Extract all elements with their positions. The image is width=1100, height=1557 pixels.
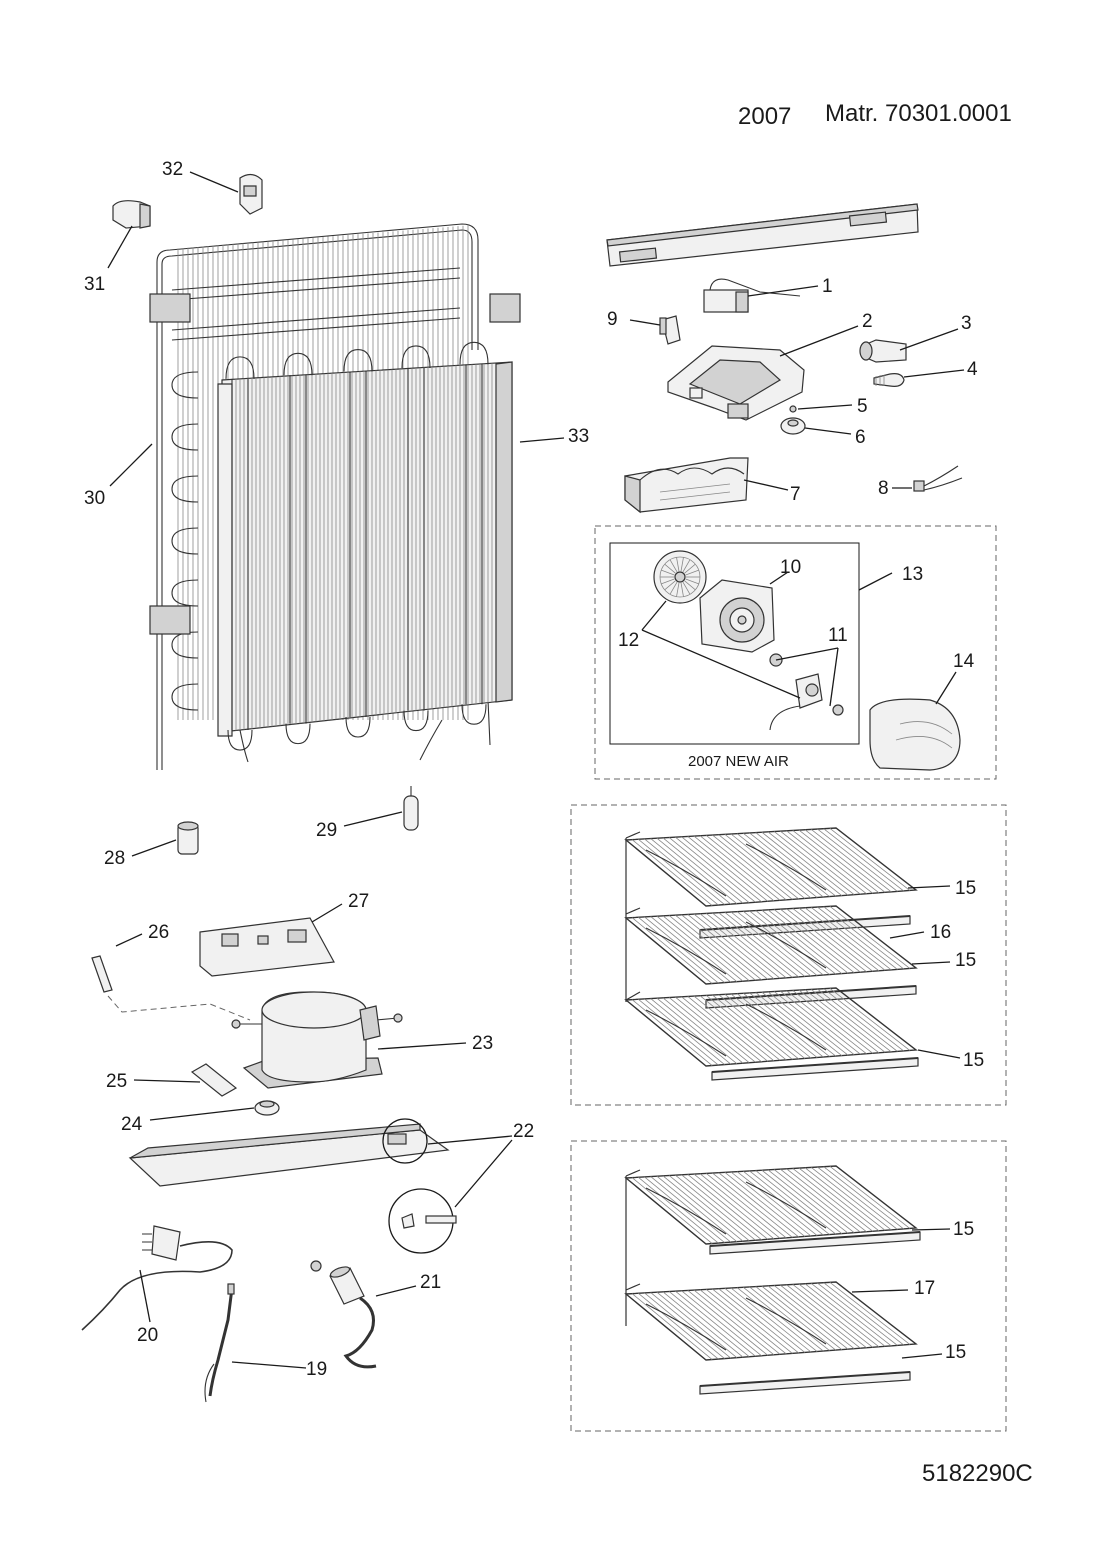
part-11-fan-mount [769, 653, 844, 731]
callout-11: 11 [828, 625, 848, 646]
part-23-compressor [231, 991, 403, 1089]
callout-20: 20 [137, 1325, 158, 1346]
top-trim-bar [606, 203, 919, 267]
callout-23: 23 [472, 1033, 493, 1054]
part-3-lamp-socket [859, 339, 907, 363]
callout-27: 27 [348, 891, 369, 912]
evaporator-panel [217, 341, 513, 751]
condenser-bracket [149, 605, 191, 635]
callout-33: 33 [568, 426, 589, 447]
part-28-sleeve [177, 821, 199, 855]
callout-15: 15 [955, 950, 976, 971]
callout-13: 13 [902, 564, 923, 585]
callout-8: 8 [878, 478, 889, 499]
callout-9: 9 [607, 309, 618, 330]
part-20-power-cord [81, 1225, 233, 1331]
callout-3: 3 [961, 313, 972, 334]
callout-22: 22 [513, 1121, 534, 1142]
shelves-box-lower [570, 1140, 1007, 1432]
part-12-fan-wheel [653, 550, 707, 604]
footer-drawing-code: 5182290C [922, 1460, 1033, 1487]
callout-28: 28 [104, 848, 125, 869]
callout-14: 14 [953, 651, 975, 672]
header-material-number: Matr. 70301.0001 [825, 100, 1012, 127]
callout-10: 10 [780, 557, 801, 578]
part-21-capacitor [310, 1260, 377, 1369]
part-8-connector [913, 465, 963, 492]
callout-6: 6 [855, 427, 866, 448]
part-9-clip [659, 315, 681, 345]
callout-30: 30 [84, 488, 105, 509]
fan-assembly-inner-box [609, 542, 860, 745]
callout-7: 7 [790, 484, 801, 505]
part-26-tube [91, 955, 113, 993]
callout-29: 29 [316, 820, 337, 841]
part-2-light-housing [667, 345, 805, 421]
condenser-bracket [489, 293, 521, 323]
part-15-shelf-rail [711, 1057, 919, 1081]
callout-2: 2 [862, 311, 873, 332]
callout-labels: 1 2 3 4 5 6 7 8 9 10 11 12 13 14 15 16 1… [84, 159, 984, 1380]
part-29-filter-drier [403, 786, 419, 831]
callout-15: 15 [945, 1342, 966, 1363]
part-25-bracket [190, 1063, 238, 1097]
part-5-screw [789, 405, 797, 413]
callout-15: 15 [963, 1050, 984, 1071]
part-15-shelf-rail [709, 1231, 921, 1255]
part-10-fan-motor [699, 579, 775, 653]
callout-12: 12 [618, 630, 639, 651]
callout-32: 32 [162, 159, 183, 180]
callout-31: 31 [84, 274, 105, 295]
callout-15: 15 [953, 1219, 974, 1240]
part-15-shelf-rail [699, 915, 911, 939]
part-4-bulb [873, 373, 905, 387]
shelves-box-upper [570, 804, 1007, 1106]
part-15-shelf-rail [705, 985, 917, 1009]
part-17-shelf-upper [624, 1165, 918, 1245]
callout-26: 26 [148, 922, 169, 943]
part-7-tray [624, 457, 749, 514]
part-24-grommet [254, 1100, 280, 1116]
part-6-knob [780, 417, 806, 435]
leader-lines [107, 171, 965, 1369]
callout-15: 15 [955, 878, 976, 899]
part-32-clip [239, 173, 263, 215]
callout-25: 25 [106, 1071, 127, 1092]
part-16-shelf-top [624, 827, 918, 907]
callout-1: 1 [822, 276, 833, 297]
part-17-shelf-lower [624, 1281, 918, 1361]
callout-21: 21 [420, 1272, 441, 1293]
callout-5: 5 [857, 396, 868, 417]
part-14-fan-cover [869, 698, 961, 771]
callout-19: 19 [306, 1359, 327, 1380]
callout-17: 17 [914, 1278, 935, 1299]
header-year: 2007 [738, 103, 791, 130]
part-19-wire-harness [204, 1283, 235, 1403]
part-16-shelf-bottom [624, 987, 918, 1067]
callout-4: 4 [967, 359, 978, 380]
part-22-base-tray [128, 1118, 457, 1254]
part-1-thermostat [703, 278, 801, 313]
condenser-bracket [149, 293, 191, 323]
callout-24: 24 [121, 1114, 143, 1135]
part-16-shelf-middle [624, 905, 918, 985]
part-15-shelf-rail [699, 1371, 911, 1395]
part-27-tray [199, 917, 335, 977]
fan-box-caption: 2007 NEW AIR [688, 753, 789, 770]
callout-16: 16 [930, 922, 951, 943]
fan-assembly-outer-box [594, 525, 997, 780]
part-31-cap [112, 200, 151, 229]
